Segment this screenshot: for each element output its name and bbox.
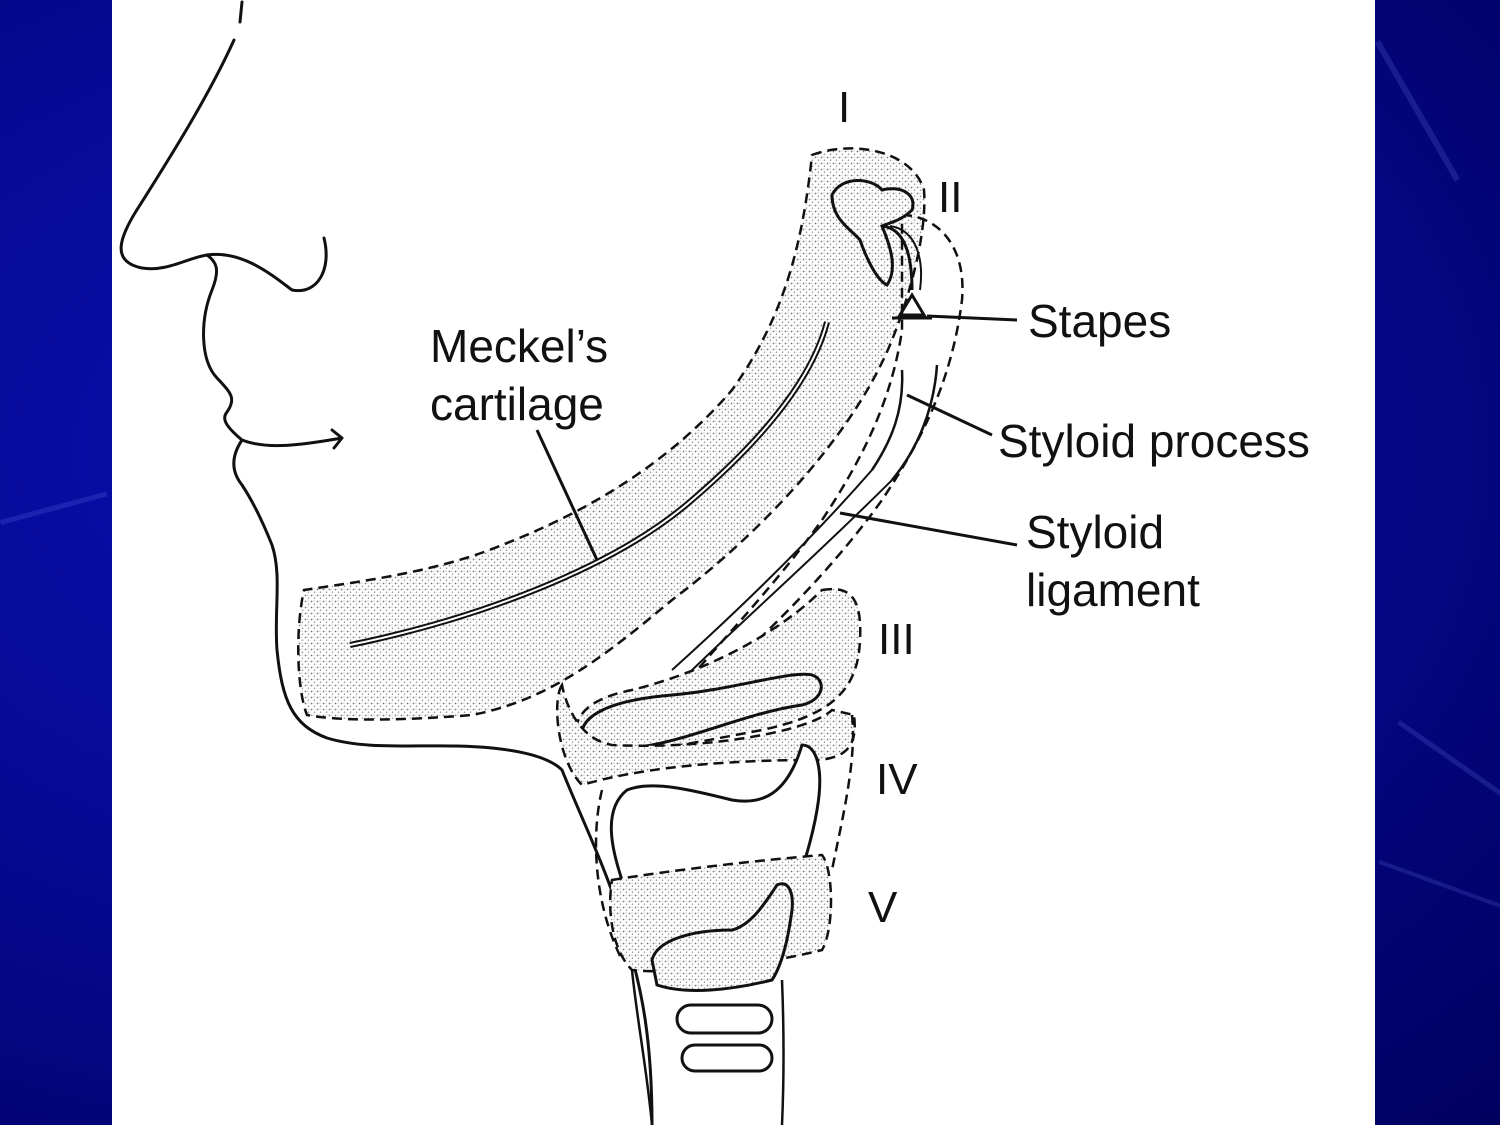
label-arch-2: II <box>938 173 963 222</box>
face-profile-outline <box>119 0 654 1125</box>
label-meckels-line1: Meckel’s <box>430 320 609 372</box>
label-styloid-process: Styloid process <box>998 415 1310 467</box>
label-stapes: Stapes <box>1028 295 1172 347</box>
leader-line-styloid-process <box>906 393 993 437</box>
trachea-outline <box>630 969 785 1125</box>
arch-1-region <box>297 147 926 721</box>
leader-line-meckels <box>535 429 599 561</box>
leader-line-styloid-ligament <box>839 511 1018 547</box>
pharyngeal-arches-diagram <box>119 0 1018 1125</box>
arch-4-region <box>556 681 856 787</box>
styloid-process-shape <box>870 364 939 481</box>
label-meckels-cartilage: Meckel’s cartilage <box>430 318 608 433</box>
background-streak <box>1374 40 1460 182</box>
tracheal-ring <box>680 1043 774 1073</box>
diagram-panel: Meckel’s cartilage Stapes Styloid proces… <box>112 0 1375 1125</box>
background-streak <box>0 491 108 525</box>
label-styloid-ligament-line1: Styloid <box>1026 506 1165 558</box>
label-arch-3: III <box>878 615 915 664</box>
label-styloid-ligament: Styloid ligament <box>1026 504 1200 619</box>
styloid-ligament-shape <box>671 469 893 681</box>
hyoid-bone <box>580 672 823 752</box>
label-styloid-ligament-line2: ligament <box>1026 563 1200 616</box>
tracheal-ring <box>675 1003 774 1035</box>
label-arch-5: V <box>868 883 898 932</box>
label-arch-4: IV <box>876 755 918 804</box>
leader-line-stapes <box>926 314 1018 322</box>
background-streak <box>1378 860 1500 916</box>
stapes-shape <box>892 292 932 320</box>
label-meckels-line2: cartilage <box>430 377 604 430</box>
background-streak <box>1397 720 1500 805</box>
label-arch-1: I <box>838 83 851 132</box>
cricoid-cartilage <box>650 882 794 992</box>
